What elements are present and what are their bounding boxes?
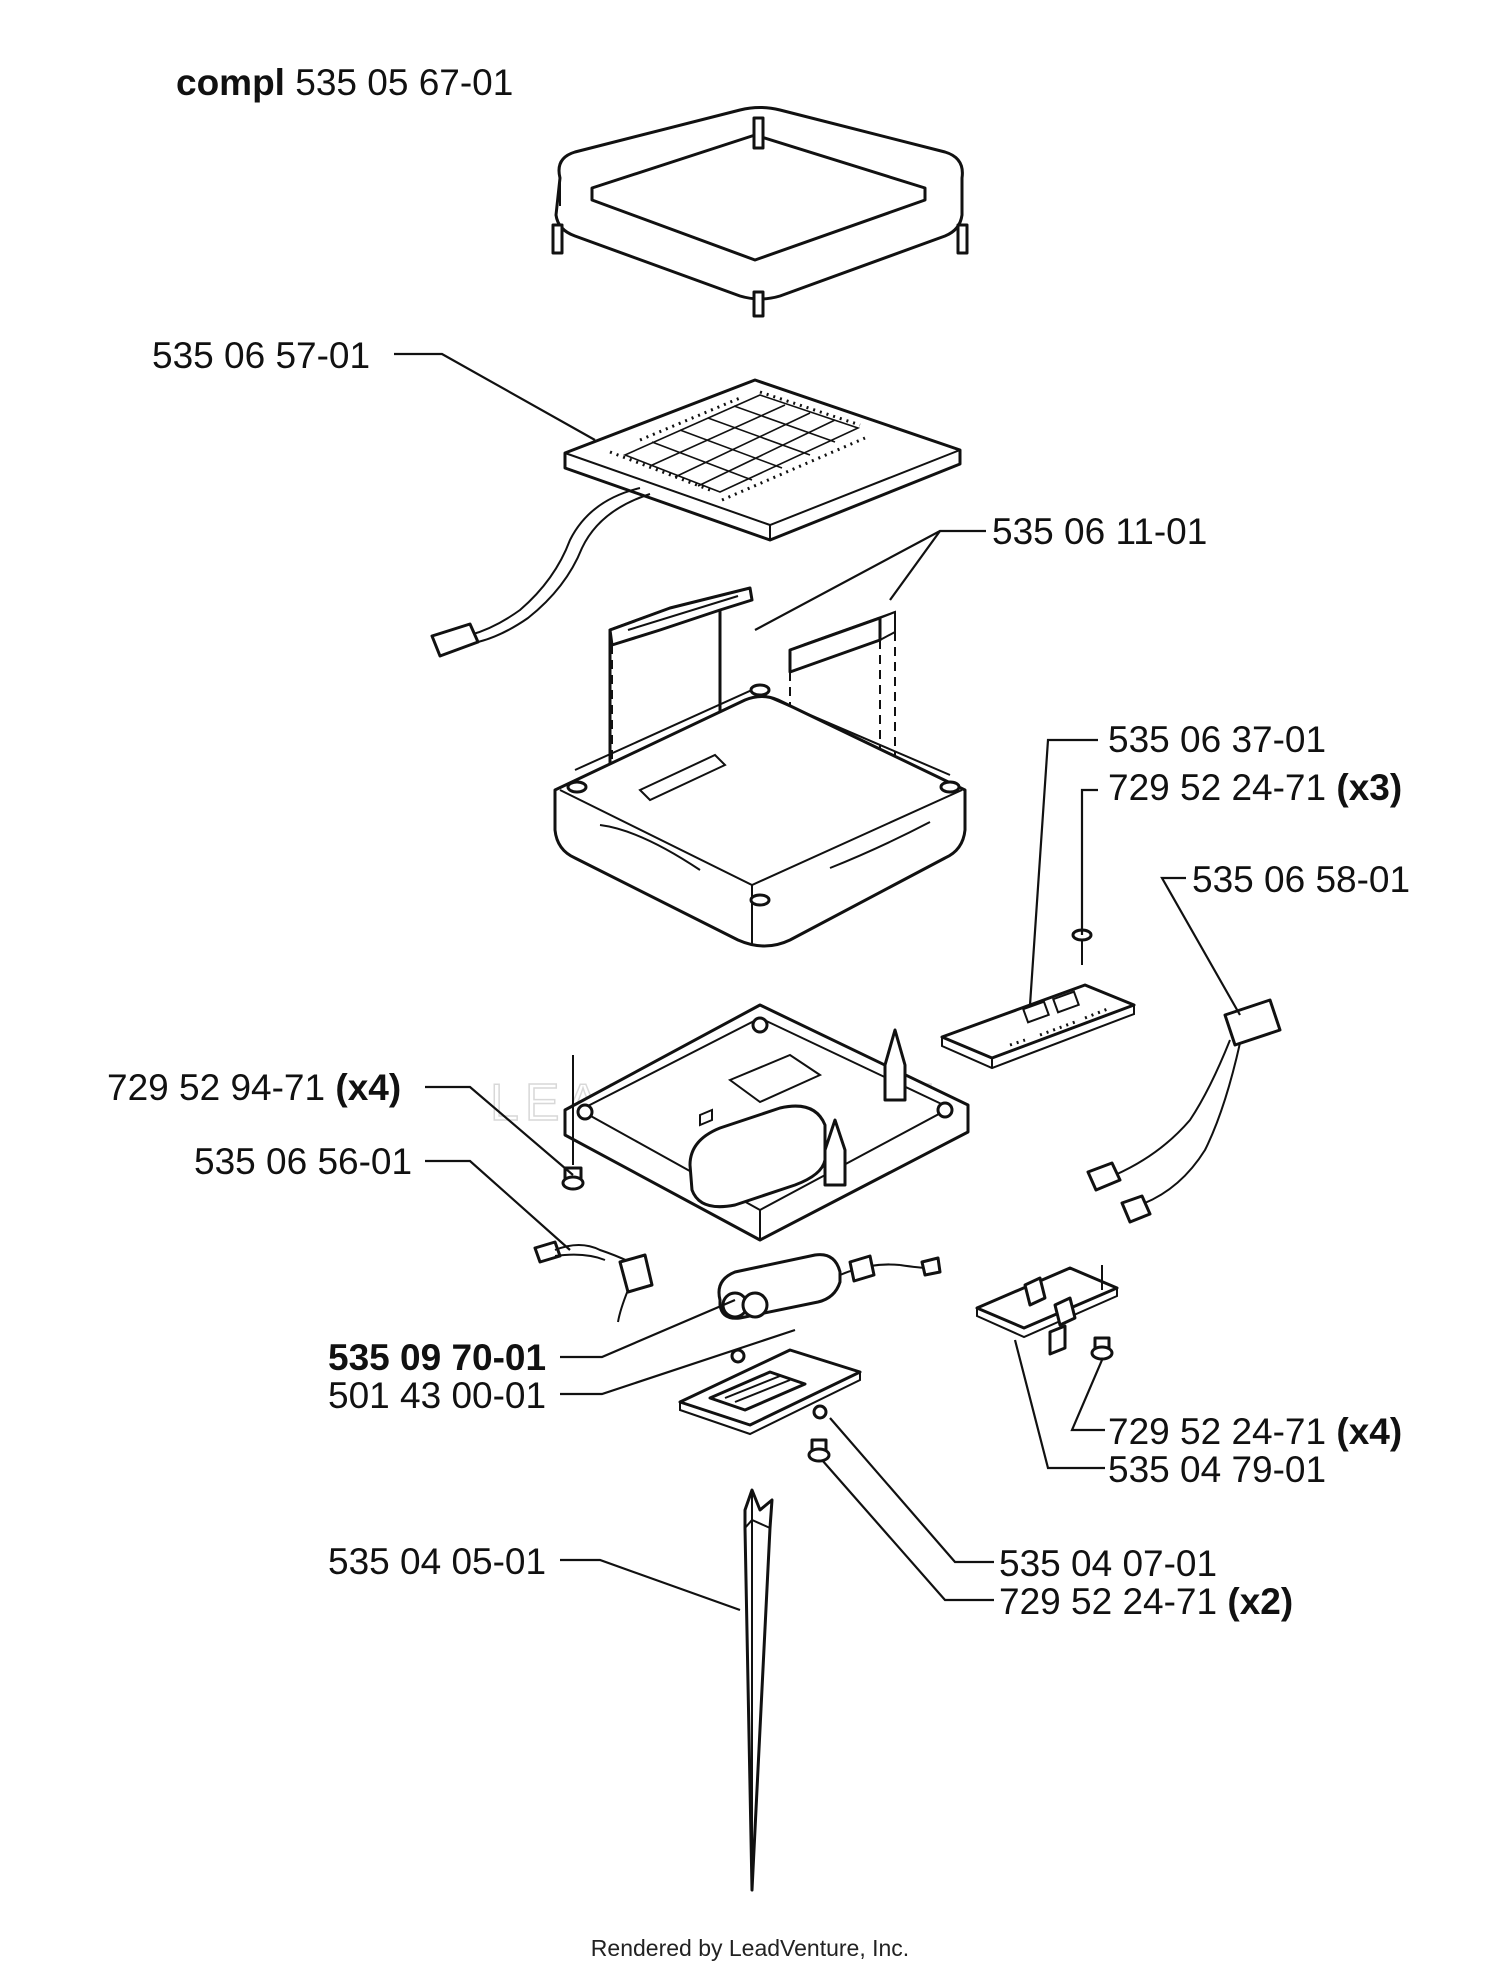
label-terminal-screws: 729 52 24-71 (x4) [1108,1411,1402,1452]
label-base-screws: 729 52 94-71 (x4) [107,1067,401,1108]
label-solar-panel: 535 06 57-01 [152,335,370,376]
top-frame [551,106,969,318]
label-battery: 535 09 70-01 [328,1337,546,1378]
credit-text: Rendered by LeadVenture, Inc. [591,1935,909,1961]
label-ground-stake: 535 04 05-01 [328,1541,546,1582]
board-screw [1071,928,1093,965]
ground-stake [743,1488,774,1892]
label-board-screws: 729 52 24-71 (x3) [1108,767,1402,808]
label-foam-pads: 535 06 11-01 [992,511,1207,552]
svg-text:compl 535 05 67-01: compl 535 05 67-01 [176,62,513,103]
base-screws-number: 729 52 94-71 [107,1067,325,1108]
label-switch-cable: 535 06 56-01 [194,1141,412,1182]
solar-panel [430,378,962,658]
cover-screws-number: 729 52 24-71 [999,1581,1217,1622]
label-battery-holder: 501 43 00-01 [328,1375,546,1416]
leader-lines [394,352,1241,1612]
label-cover-screws: 729 52 24-71 (x2) [999,1581,1293,1622]
base [563,1003,970,1242]
housing [553,683,967,948]
cover-screws-qty: (x2) [1227,1581,1293,1622]
assembly-prefix: compl [176,62,285,103]
label-circuit-board: 535 06 37-01 [1108,719,1326,760]
base-screws-qty: (x4) [335,1067,401,1108]
assembly-number: 535 05 67-01 [295,62,513,103]
battery [717,1253,942,1320]
board-screws-qty: (x3) [1336,767,1402,808]
terminal-screw [1090,1336,1114,1361]
cover-screw [807,1438,831,1463]
circuit-board [940,983,1136,1070]
label-terminal-plate: 535 04 79-01 [1108,1449,1326,1490]
wire-harness [1086,998,1282,1224]
switch-cable [533,1240,654,1323]
terminal-screws-qty: (x4) [1336,1411,1402,1452]
terminal-plate [975,1265,1119,1356]
label-assembly: compl 535 05 67-01 [176,62,513,103]
terminal-screws-number: 729 52 24-71 [1108,1411,1326,1452]
label-wire-harness: 535 06 58-01 [1192,859,1410,900]
label-cover-plate: 535 04 07-01 [999,1543,1217,1584]
board-screws-number: 729 52 24-71 [1108,767,1326,808]
cover-plate [678,1348,862,1436]
